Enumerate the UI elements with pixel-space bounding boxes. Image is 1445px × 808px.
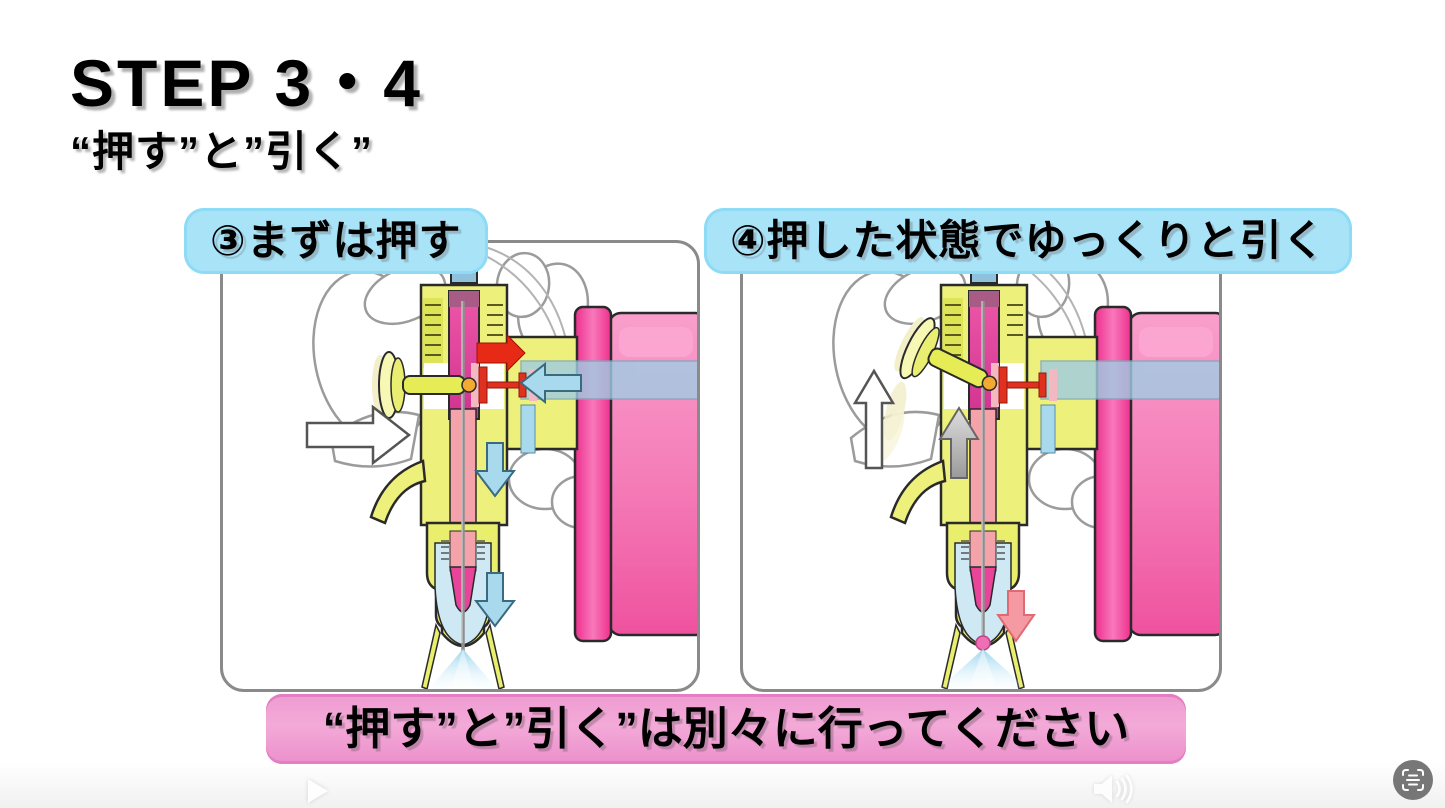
blue-air-down-arrow	[473, 572, 517, 628]
warning-note: “押す”と”引く”は別々に行ってください	[266, 694, 1186, 764]
blue-air-down-arrow	[473, 442, 517, 498]
airbrush-push-illustration	[296, 245, 697, 689]
play-icon[interactable]	[308, 779, 328, 803]
volume-icon[interactable]	[1094, 774, 1138, 804]
page-subtitle: “押す”と”引く”	[70, 128, 374, 175]
red-air-valve-right-arrow	[476, 333, 526, 373]
blue-spray-cone	[429, 649, 497, 689]
white-push-right-arrow	[305, 404, 412, 466]
panel-step4	[740, 240, 1222, 692]
blue-air-in-left-arrow	[519, 361, 582, 405]
live-text-button[interactable]	[1393, 760, 1433, 800]
panel-step3	[220, 240, 700, 692]
blue-spray-cone	[939, 649, 1027, 689]
live-text-scan-icon	[1402, 769, 1424, 791]
lever-motion-ghost	[877, 408, 905, 462]
step3-callout: ③まずは押す	[184, 208, 488, 274]
airbrush-pull-illustration	[816, 245, 1219, 689]
spray-highlight	[451, 649, 475, 689]
gray-needle-up-arrow	[938, 406, 980, 479]
player-control-bar	[0, 762, 1445, 808]
pink-paint-down-arrow	[996, 590, 1036, 643]
page-title: STEP 3・4	[70, 46, 423, 120]
spray-highlight	[969, 649, 997, 689]
step4-callout: ④押した状態でゆっくりと引く	[704, 208, 1352, 274]
white-pull-up-arrow	[852, 368, 896, 470]
pink-paint-droplet	[975, 635, 991, 651]
